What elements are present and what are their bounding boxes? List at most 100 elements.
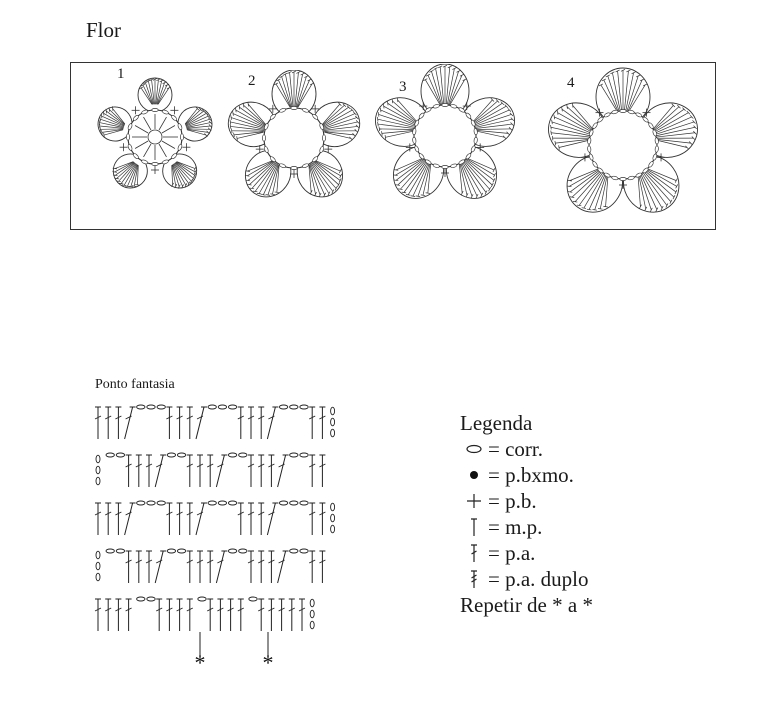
chain-oval	[151, 162, 159, 166]
ring-chain	[412, 128, 417, 136]
ring-chain	[322, 134, 326, 142]
stitch-crossbar	[125, 185, 130, 188]
stitch-crossbar	[287, 71, 292, 74]
chart-stitch	[195, 406, 207, 440]
chart-stitch	[145, 550, 153, 583]
petal-stitch	[243, 104, 267, 126]
stitch-crossbar	[146, 79, 151, 83]
petal-stitch	[323, 121, 358, 130]
stitch-crossbar	[125, 415, 132, 420]
chart-chain	[136, 596, 146, 602]
stitch-crossbar	[104, 511, 112, 516]
chart-stitch	[154, 550, 167, 584]
stitch-crossbar	[232, 111, 234, 116]
stitch-crossbar	[166, 86, 172, 90]
ring-chain	[418, 153, 425, 160]
stitch-crossbar	[233, 132, 235, 138]
turning-chain	[95, 572, 101, 582]
ring-chain	[597, 116, 604, 123]
chart-chain	[238, 548, 248, 554]
stitch-crossbar	[196, 415, 204, 420]
petal-stitch	[173, 163, 187, 186]
stitch-crossbar	[145, 463, 153, 468]
petal-stitch	[377, 118, 417, 129]
petal-stitch	[130, 164, 138, 187]
chart-chain	[136, 500, 146, 506]
stitch-crossbar	[114, 177, 119, 180]
chart-stitch	[257, 406, 265, 439]
chain-oval	[319, 123, 324, 130]
petal-stitch	[474, 123, 513, 129]
petal-stitch	[425, 79, 441, 107]
chart-stitch	[206, 454, 214, 487]
chart-stitch	[115, 406, 122, 439]
petal-stitch	[381, 129, 416, 134]
chart-chain	[289, 548, 299, 554]
stitch-post	[215, 454, 225, 488]
stitch-crossbar	[398, 188, 403, 190]
chain-oval	[312, 113, 319, 120]
stitch-crossbar	[238, 104, 241, 110]
stitch-crossbar	[229, 119, 231, 125]
chart-stitch	[266, 406, 279, 440]
ring-chain	[652, 129, 658, 137]
stitch-crossbar	[649, 207, 653, 212]
chain-oval	[290, 166, 298, 170]
stitch-crossbar	[354, 128, 359, 133]
ring-chain	[290, 106, 298, 110]
stitch-crossbar	[208, 120, 213, 125]
petal-stitch	[151, 79, 155, 105]
turning-chain	[330, 502, 336, 512]
stitch-crossbar	[113, 174, 118, 177]
stitch-crossbar	[675, 184, 679, 189]
ring-chain	[127, 123, 133, 131]
stitch-crossbar	[164, 83, 170, 87]
petal-stitch	[231, 130, 264, 132]
chart-stitch	[308, 406, 316, 439]
petal-stitch	[654, 132, 695, 138]
chart-stitch	[155, 598, 163, 631]
chain-oval	[133, 153, 139, 159]
legend: Legenda = corr. = p.bxmo. = p.b. = m.p. …	[460, 410, 593, 618]
stitch-crossbar	[257, 415, 265, 420]
petal-stitch	[296, 76, 307, 108]
chart-chain	[146, 500, 156, 506]
ring-chain	[269, 113, 276, 120]
stitch-crossbar	[586, 208, 592, 211]
petal-stitch	[249, 161, 275, 185]
ring-chain	[171, 115, 177, 121]
stitch-crossbar	[236, 136, 238, 141]
stitch-pattern-title: Ponto fantasia	[95, 377, 175, 392]
flower-steps-panel: 1 2 3 4	[70, 62, 716, 230]
petal-stitch	[322, 109, 353, 127]
petal-stitch	[114, 161, 134, 173]
petal-stitch	[145, 82, 154, 105]
stitch-crossbar	[626, 69, 631, 73]
ring-chain	[635, 112, 643, 118]
stitch-crossbar	[442, 64, 448, 68]
stitch-crossbar	[610, 71, 615, 75]
turning-chain	[309, 609, 315, 619]
legend-text: = p.a. duplo	[488, 567, 589, 591]
chart-stitch	[145, 454, 153, 487]
petal-stitch	[407, 160, 429, 196]
petal-stitch	[230, 121, 265, 130]
petal-stitch	[446, 68, 455, 106]
petal-stitch	[557, 112, 594, 134]
petal-stitch	[321, 104, 345, 126]
ring-chain	[302, 108, 309, 113]
stitch-crossbar	[655, 207, 659, 212]
chart-chain	[238, 452, 248, 458]
petal-stitch	[435, 68, 444, 106]
chart-chain	[299, 452, 309, 458]
ring-chain	[642, 116, 649, 123]
stitch-crossbar	[395, 184, 400, 186]
petal-stitch	[651, 106, 680, 132]
stitch-crossbar	[181, 184, 184, 189]
petal-stitch	[322, 106, 349, 127]
petal-stitch	[397, 158, 426, 186]
stitch-crossbar	[447, 65, 452, 69]
legend-row: = p.b.	[460, 488, 593, 514]
stitch-crossbar	[186, 511, 194, 516]
chain-oval	[425, 159, 432, 165]
